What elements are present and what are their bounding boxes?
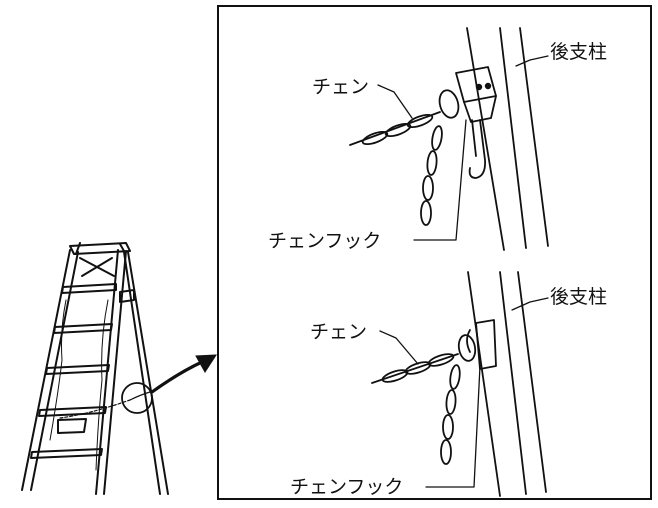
- zoom-circle: [121, 382, 153, 414]
- top-hook-label: チェンフック: [268, 230, 381, 252]
- top-chain-label: チェン: [312, 76, 369, 98]
- zoom-arrow: [150, 354, 217, 394]
- bottom-detail: [371, 271, 549, 497]
- detail-frame: [217, 5, 652, 500]
- bottom-hook-label: チェンフック: [290, 476, 403, 498]
- bottom-chain-label: チェン: [310, 321, 367, 343]
- bottom-post-label: 後支柱: [550, 286, 607, 308]
- stepladder-drawing: [21, 242, 169, 495]
- top-post-label: 後支柱: [550, 41, 607, 63]
- top-detail: [349, 27, 549, 251]
